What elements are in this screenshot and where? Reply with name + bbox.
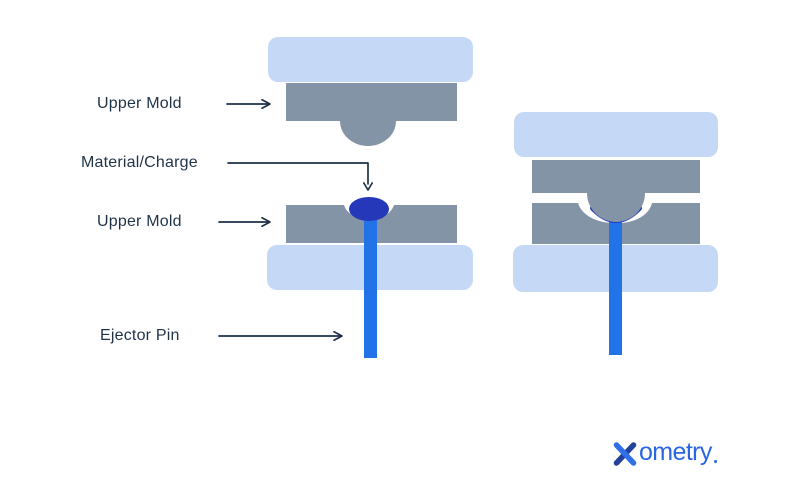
open-mold-diagram [267,37,473,358]
label-upper-mold-bottom: Upper Mold [97,213,182,230]
xometry-x-icon [613,442,637,466]
press-platen-top-closed [514,112,718,157]
logo-trademark-dot [713,460,717,463]
lower-mold-arrow [218,216,271,228]
material-charge-blob [349,197,389,221]
ejector-pin-shape [364,208,377,358]
label-material-charge: Material/Charge [81,154,198,171]
annotation-arrows [218,98,374,342]
upper-mold-shape [286,83,457,146]
ejector-pin-shape-closed [609,221,622,355]
material-charge-arrow [227,162,374,191]
press-platen-top [268,37,473,82]
label-ejector-pin: Ejector Pin [100,327,180,344]
closed-mold-diagram [513,112,718,355]
label-upper-mold-top: Upper Mold [97,95,182,112]
upper-mold-shape-closed [532,160,700,222]
ejector-pin-arrow [218,330,343,342]
xometry-wordmark: ometry [639,438,712,466]
upper-mold-arrow [226,98,271,110]
xometry-logo: ometry [612,437,717,467]
